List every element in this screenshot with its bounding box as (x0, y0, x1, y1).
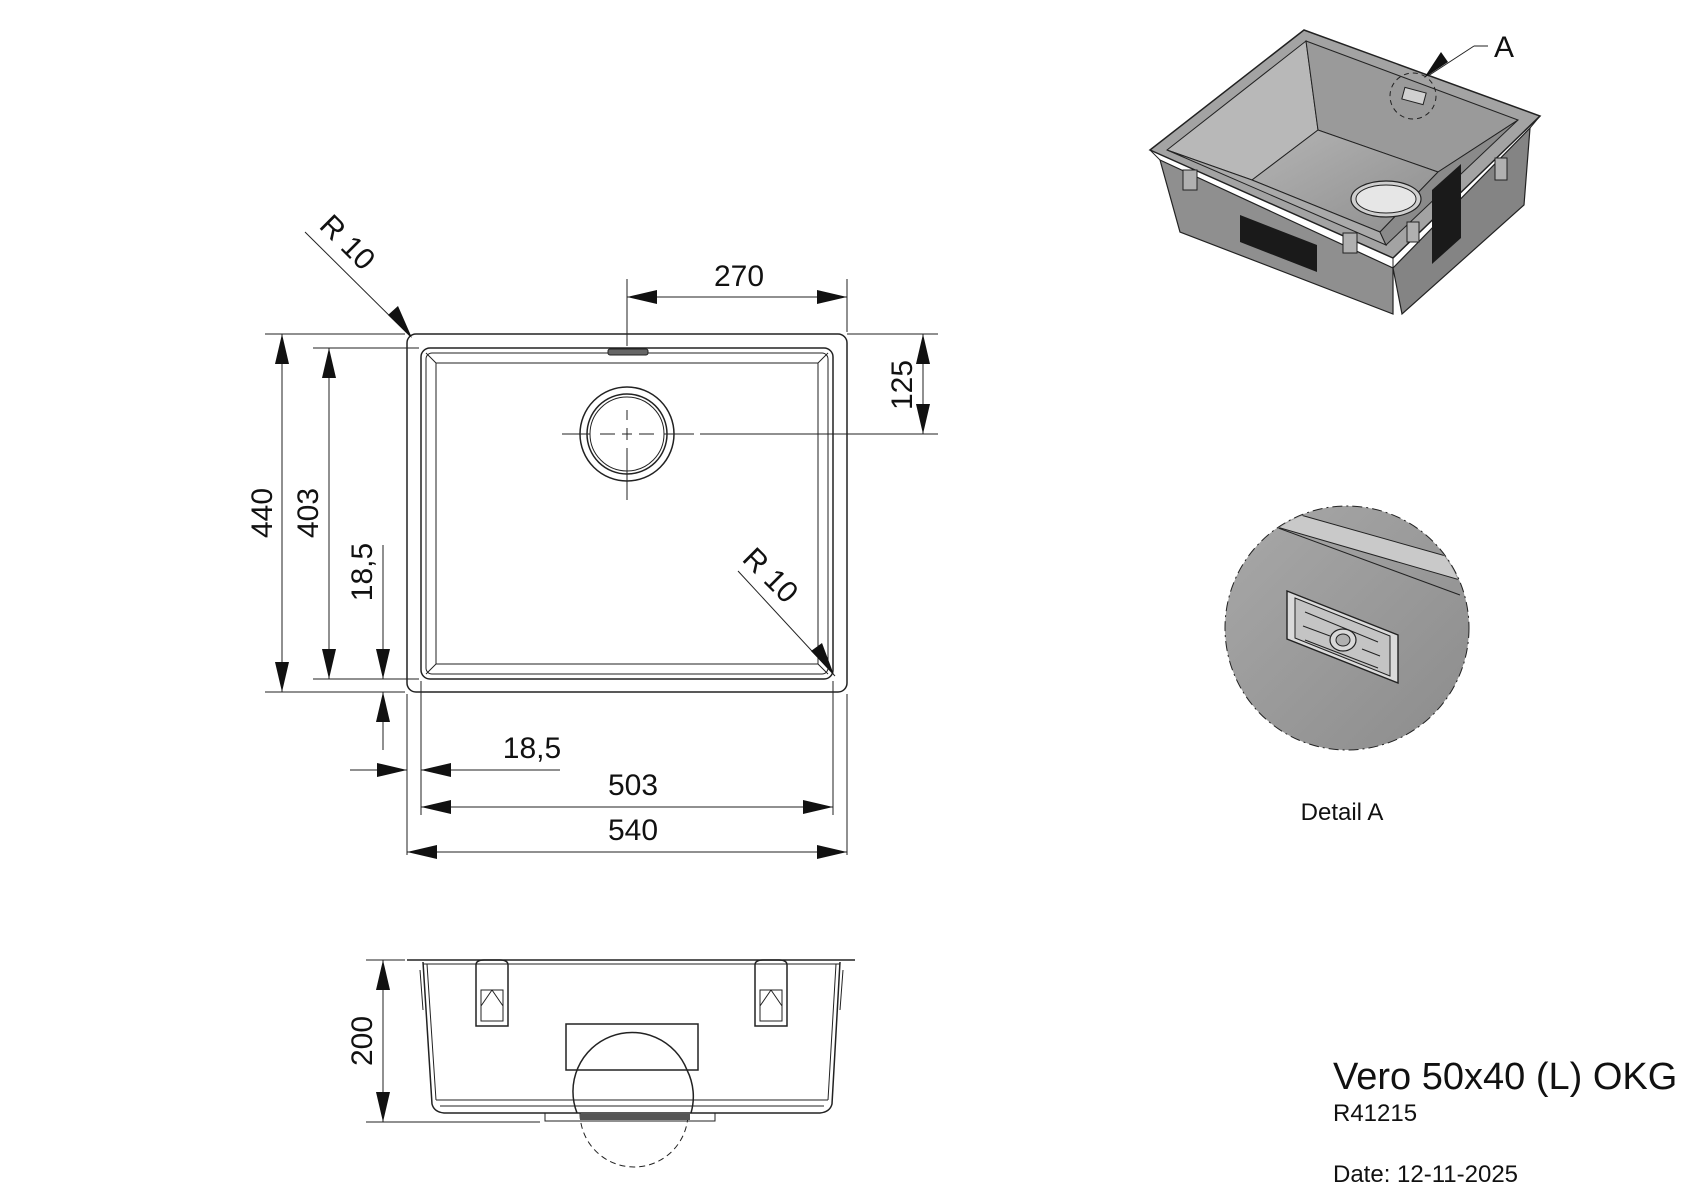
dim-rim-side-label: 18,5 (503, 732, 561, 765)
drawing-date: Date: 12-11-2025 (1333, 1161, 1518, 1188)
isometric-view: A (1148, 29, 1542, 316)
sink-bowl-outline (420, 347, 834, 680)
mounting-bracket-right (754, 959, 788, 1027)
drain-hole (562, 386, 694, 500)
dim-270: 270 (627, 260, 847, 304)
drain-flange (544, 1112, 716, 1122)
product-code: R41215 (1333, 1100, 1417, 1127)
detail-a-label: Detail A (1301, 799, 1384, 826)
detail-a-callout: A (1494, 31, 1514, 64)
dim-503-label: 503 (608, 769, 658, 802)
drain-body (572, 1031, 695, 1114)
dim-200: 200 (346, 959, 540, 1123)
radius-inner-callout: R 10 (736, 542, 836, 677)
radius-outer-label: R 10 (313, 209, 381, 277)
dim-440: 440 (246, 334, 289, 692)
dim-rim-side: 18,5 (350, 732, 561, 777)
dim-rim-front: 18,5 (346, 543, 390, 750)
dim-503: 503 (421, 769, 833, 814)
detail-a-overflow-plate (1286, 589, 1399, 685)
dim-rim-front-label: 18,5 (346, 543, 379, 601)
iso-cutout-right (1432, 164, 1461, 264)
detail-a-view: Detail A (1224, 505, 1470, 826)
title-block: Vero 50x40 (L) OKG R41215 Date: 12-11-20… (1333, 1056, 1677, 1188)
top-view: 270 125 440 403 18,5 (246, 209, 938, 859)
radius-inner-label: R 10 (736, 542, 804, 610)
radius-outer-callout: R 10 (304, 209, 412, 338)
extension-lines (265, 279, 938, 855)
bowl-bevels (425, 352, 829, 675)
dim-540: 540 (407, 814, 847, 859)
dim-125-label: 125 (886, 360, 919, 410)
dim-125: 125 (886, 334, 930, 434)
front-view: 200 (346, 959, 855, 1168)
mounting-bracket-left (475, 959, 509, 1027)
dim-403: 403 (292, 348, 336, 679)
dim-200-label: 200 (346, 1016, 379, 1066)
product-name: Vero 50x40 (L) OKG (1333, 1056, 1677, 1098)
dim-403-label: 403 (292, 488, 325, 538)
sink-bowl-inner-edge (425, 352, 829, 675)
dim-270-label: 270 (714, 260, 764, 293)
detail-a-marker (1389, 72, 1437, 120)
dim-440-label: 440 (246, 488, 279, 538)
overflow-box (565, 1023, 699, 1071)
iso-cutout-left (1240, 215, 1317, 272)
overflow-slot (607, 348, 649, 356)
dim-540-label: 540 (608, 814, 658, 847)
